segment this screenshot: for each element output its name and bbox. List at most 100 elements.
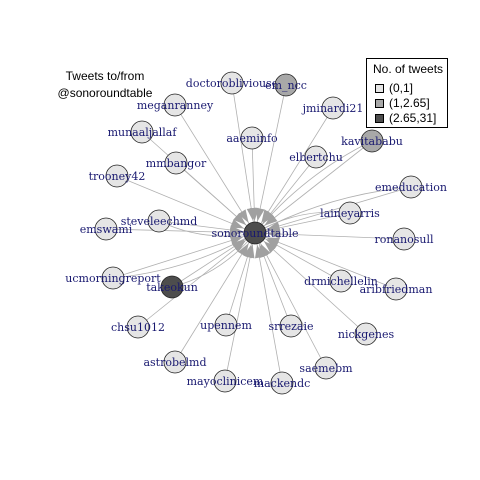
- node-nickgenes-label: nickgenes: [338, 328, 395, 341]
- node-doctorobliviouse: doctorobliviouse: [186, 71, 278, 95]
- edge-emeducation: [254, 186, 412, 234]
- node-kavitababu-label: kavitababu: [341, 135, 403, 148]
- title-line-1: Tweets to/from: [65, 69, 145, 83]
- node-mayoclinicem-label: mayoclinicem: [187, 375, 264, 388]
- node-ronanosull-circle: [392, 227, 416, 251]
- node-meganranney-label: meganranney: [137, 99, 214, 112]
- node-drmichellelin: drmichellelin: [304, 269, 378, 293]
- arrowhead-astrobelmd: [237, 243, 249, 257]
- node-steveleechmd: steveleechmd: [121, 209, 197, 233]
- node-mackendc: mackendc: [254, 371, 310, 395]
- edge-saemebm: [254, 232, 327, 369]
- legend-item-mid: (1,2.65]: [375, 96, 430, 110]
- node-meganranney-circle: [163, 93, 187, 117]
- edge-nickgenes: [254, 232, 367, 335]
- edge-astrobelmd: [174, 232, 256, 363]
- node-mmbangor-circle: [164, 151, 188, 175]
- arrowhead-nickgenes: [263, 241, 277, 254]
- node-mayoclinicem-circle: [213, 369, 237, 393]
- node-hub-circle: [243, 221, 267, 245]
- node-emeducation-label: emeducation: [375, 181, 447, 194]
- edge-doctorobliviouse: [231, 82, 256, 234]
- node-upennem-circle: [214, 313, 238, 337]
- arrowhead-meganranney: [237, 209, 249, 223]
- node-aaeminfo-circle: [240, 126, 264, 150]
- node-nickgenes-circle: [354, 322, 378, 346]
- node-saemebm: saemebm: [299, 356, 353, 380]
- node-aribfriedman-circle: [384, 277, 408, 301]
- legend-item-high: (2.65,31]: [375, 111, 436, 125]
- node-mmbangor: mmbangor: [146, 151, 207, 175]
- node-emeducation: emeducation: [375, 175, 447, 199]
- node-mmbangor-label: mmbangor: [146, 157, 207, 170]
- arrowhead-trooney42: [230, 219, 244, 229]
- node-takeokun-circle: [160, 275, 184, 299]
- legend-item-low: (0,1]: [375, 81, 413, 95]
- node-mackendc-circle: [270, 371, 294, 395]
- node-em-ncc-label: em_ncc: [265, 79, 307, 92]
- node-drmichellelin-circle: [329, 269, 353, 293]
- node-aribfriedman: aribfriedman: [360, 277, 432, 301]
- node-laineyarris: laineyarris: [320, 201, 380, 225]
- node-aaeminfo-label: aaeminfo: [226, 132, 278, 145]
- node-munaaljallaf: munaaljallaf: [108, 120, 177, 144]
- node-emswami-circle: [94, 217, 118, 241]
- node-emeducation-circle: [399, 175, 423, 199]
- node-trooney42: trooney42: [89, 164, 145, 188]
- node-em-ncc: em_ncc: [265, 73, 307, 97]
- arrowhead-ronanosull: [266, 229, 281, 239]
- node-astrobelmd: astrobelmd: [143, 350, 207, 374]
- arrowhead-elbertchu: [262, 210, 275, 224]
- arrowhead-layer: [229, 207, 281, 259]
- node-astrobelmd-circle: [163, 350, 187, 374]
- legend-swatch-high: [375, 113, 384, 123]
- title-line-2: @sonoroundtable: [57, 86, 153, 100]
- arrowhead-aaeminfo: [249, 207, 259, 222]
- arrowhead-emswami: [229, 227, 244, 237]
- arrowhead-mmbangor: [233, 213, 247, 226]
- arrowhead-em-ncc: [255, 207, 265, 222]
- node-ucmorningreport-circle: [101, 266, 125, 290]
- node-trooney42-circle: [105, 164, 129, 188]
- edge-meganranney: [174, 104, 256, 234]
- node-ucmorningreport: ucmorningreport: [65, 266, 161, 290]
- legend-swatch-mid: [375, 98, 384, 108]
- node-kavitababu-circle: [360, 129, 384, 153]
- node-ucmorningreport-label: ucmorningreport: [65, 272, 161, 285]
- node-hub: sonoroundtable: [211, 221, 299, 245]
- node-jminardi21: jminardi21: [301, 96, 364, 120]
- edge-mackendc: [254, 232, 283, 384]
- edge-aribfriedman: [254, 232, 397, 290]
- figure-title: Tweets to/from @sonoroundtable: [40, 68, 170, 102]
- node-jminardi21-label: jminardi21: [301, 102, 364, 115]
- node-drmichellelin-label: drmichellelin: [304, 275, 378, 288]
- node-elbertchu-circle: [304, 145, 328, 169]
- node-aaeminfo: aaeminfo: [226, 126, 278, 150]
- edge-mayoclinicem: [224, 232, 256, 382]
- legend-label-low: (0,1]: [389, 81, 414, 95]
- legend-title: No. of tweets: [373, 62, 444, 76]
- node-doctorobliviouse-circle: [220, 71, 244, 95]
- node-takeokun: takeokun: [146, 275, 198, 299]
- node-saemebm-circle: [314, 356, 338, 380]
- node-jminardi21-circle: [321, 96, 345, 120]
- legend-label-high: (2.65,31]: [389, 111, 437, 125]
- node-mayoclinicem: mayoclinicem: [187, 369, 264, 393]
- arrowhead-mayoclinicem: [245, 244, 255, 259]
- node-srrezaie-label: srrezaie: [268, 320, 313, 333]
- node-ronanosull: ronanosull: [375, 227, 434, 251]
- edge-em-ncc: [254, 84, 287, 234]
- node-srrezaie-circle: [279, 314, 303, 338]
- arrowhead-aribfriedman: [266, 237, 280, 247]
- arrowhead-kavitababu: [264, 214, 278, 226]
- arrowhead-laineyarris: [266, 223, 281, 233]
- node-astrobelmd-label: astrobelmd: [143, 356, 206, 369]
- node-chsu1012-label: chsu1012: [111, 321, 165, 334]
- node-elbertchu-label: elbertchu: [289, 151, 343, 164]
- node-kavitababu: kavitababu: [341, 129, 403, 153]
- node-upennem-label: upennem: [200, 319, 252, 332]
- node-nickgenes: nickgenes: [338, 322, 395, 346]
